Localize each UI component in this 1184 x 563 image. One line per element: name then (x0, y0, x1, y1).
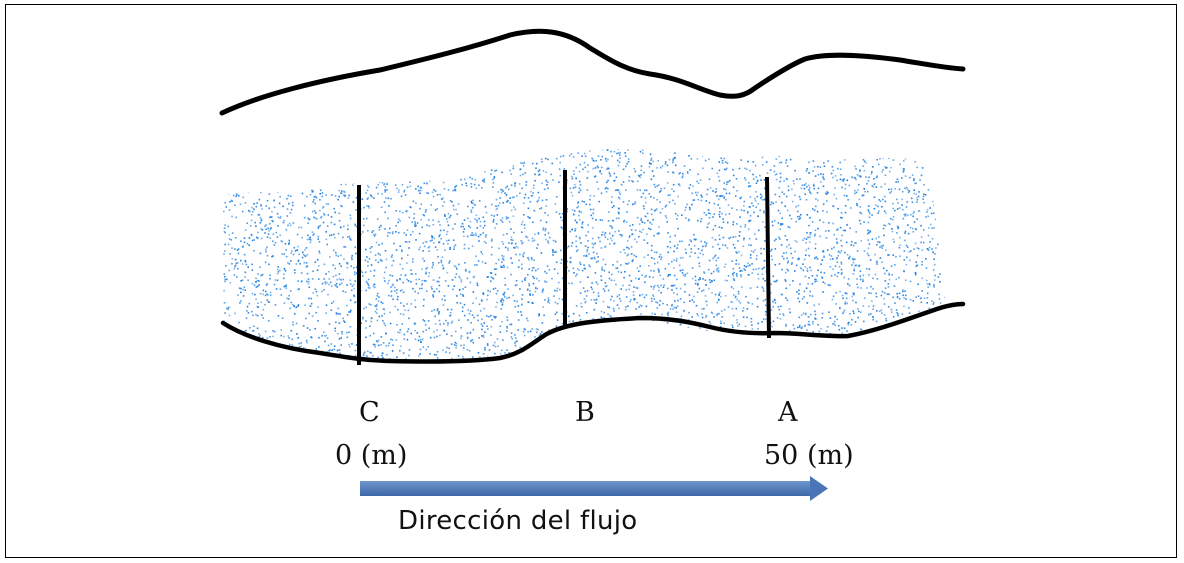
section-line-a (765, 176, 771, 339)
flow-arrow (360, 476, 828, 501)
section-label-b: B (575, 397, 595, 428)
figure-frame (5, 4, 1177, 558)
distance-label-end: 50 (m) (764, 440, 854, 471)
upper-bank-line (219, 28, 966, 116)
section-label-a: A (778, 397, 798, 428)
channel-bed-line (220, 301, 966, 364)
water-body (223, 149, 945, 361)
section-label-c: C (359, 397, 380, 428)
distance-label-start: 0 (m) (335, 440, 408, 471)
flow-direction-label: Dirección del flujo (398, 506, 638, 536)
